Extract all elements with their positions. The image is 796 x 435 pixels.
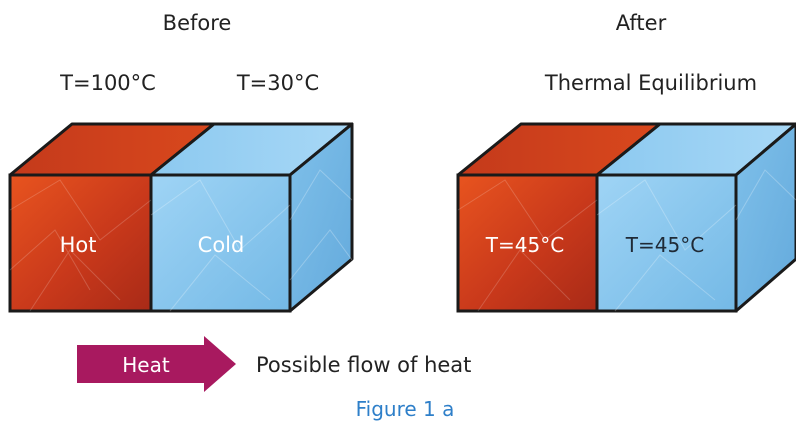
after-right-front-face (595, 173, 738, 313)
heat-arrow-shape (77, 336, 236, 392)
after-cold-texture (596, 169, 796, 312)
hot-texture (9, 179, 152, 312)
before-heading: Before (163, 11, 232, 35)
hot-temperature: T=100°C (59, 71, 156, 95)
cold-label: Cold (198, 233, 245, 257)
after-heading: After (616, 11, 667, 35)
heat-arrow: Heat (77, 336, 236, 392)
after-subheading: Thermal Equilibrium (544, 71, 757, 95)
after-left-front-face (456, 173, 599, 313)
cold-front-face (149, 173, 292, 313)
heat-flow-description: Possible flow of heat (256, 353, 471, 377)
after-left-label: T=45°C (485, 233, 564, 257)
after-hot-texture (457, 179, 598, 312)
cold-temperature: T=30°C (236, 71, 319, 95)
after-right-label: T=45°C (625, 233, 704, 257)
heat-arrow-label: Heat (122, 353, 170, 377)
hot-label: Hot (60, 233, 97, 257)
cold-texture (150, 169, 353, 312)
after-block: T=45°C T=45°C (456, 122, 796, 313)
before-block: Hot Cold (8, 122, 354, 313)
figure-caption: Figure 1 a (356, 397, 455, 421)
hot-front-face (8, 173, 153, 313)
